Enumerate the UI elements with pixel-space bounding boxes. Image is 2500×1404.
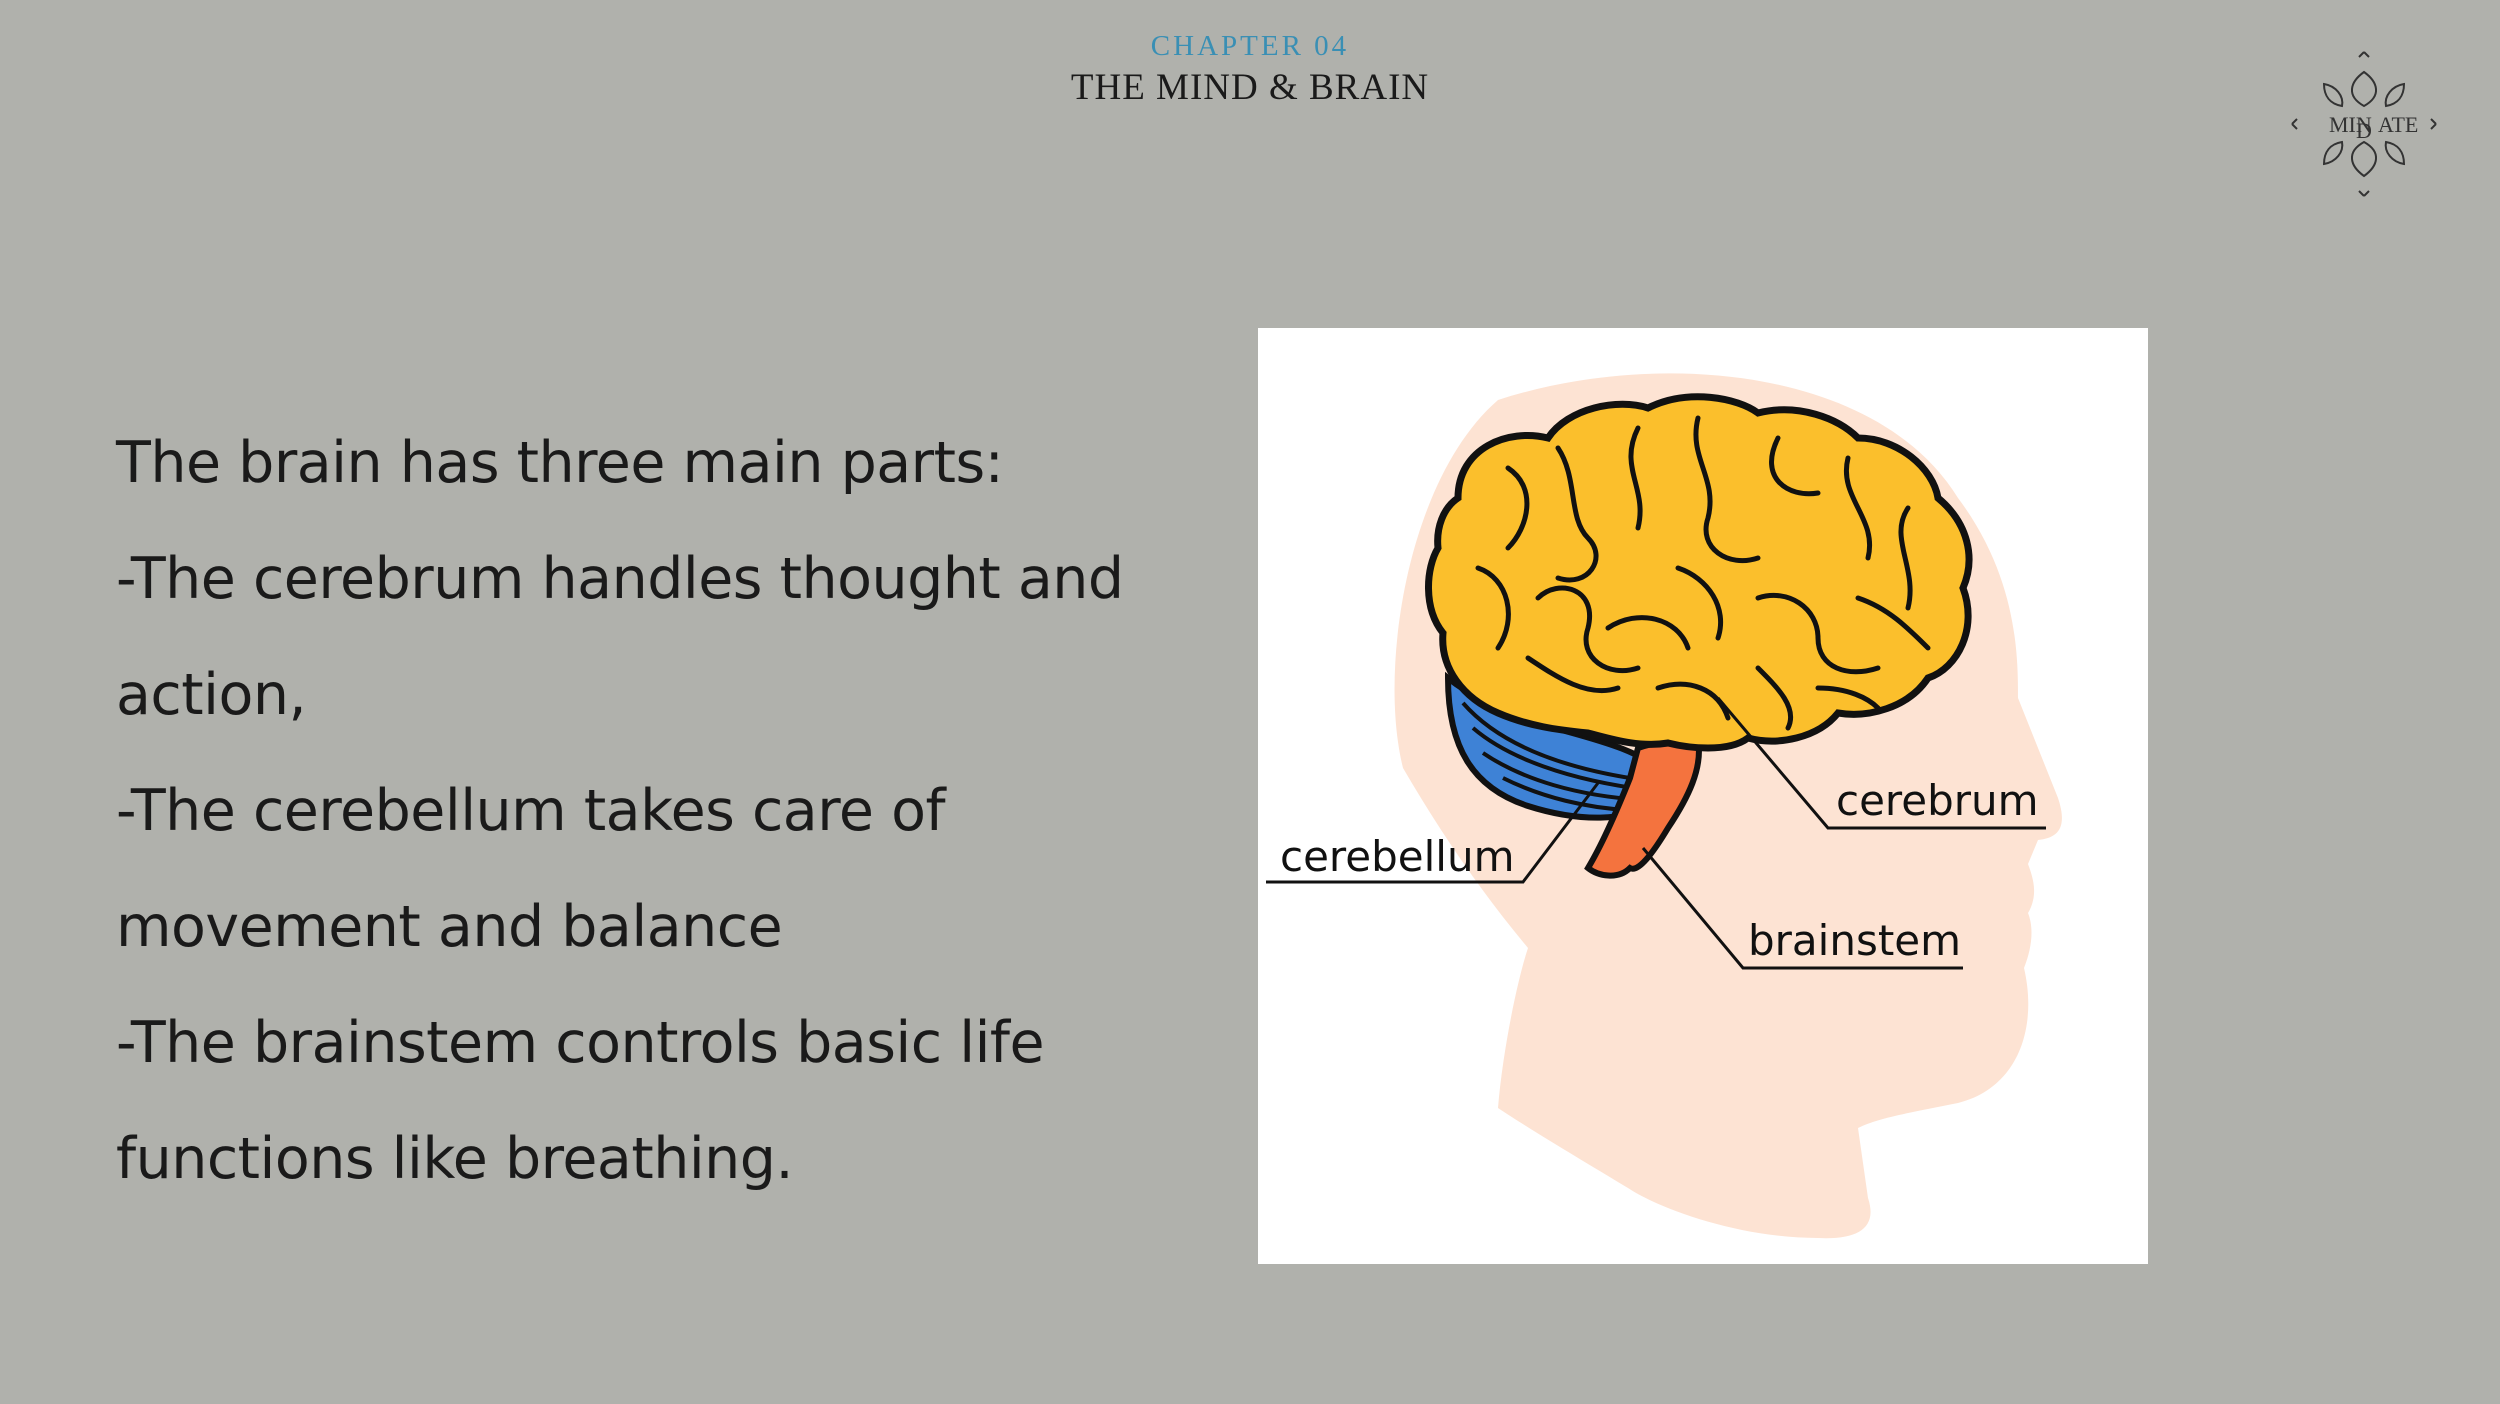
logo-text-left: MIN xyxy=(2329,112,2372,137)
header: CHAPTER 04 THE MIND & BRAIN xyxy=(0,30,2500,110)
label-brainstem: brainstem xyxy=(1748,916,1961,965)
text-line-cerebellum: -The cerebellum takes care of xyxy=(116,778,946,844)
page-title: THE MIND & BRAIN xyxy=(1070,67,1430,108)
brain-diagram: cerebrum cerebellum brainstem xyxy=(1266,373,2062,1239)
body-text: The brain has three main parts: -The cer… xyxy=(116,405,1216,1217)
text-line-cerebrum-cont: action, xyxy=(116,662,307,728)
brainstem-leader-line xyxy=(1641,847,1963,970)
text-line-intro: The brain has three main parts: xyxy=(116,430,1004,496)
leader-lines xyxy=(1266,697,2046,970)
label-cerebellum: cerebellum xyxy=(1280,832,1515,881)
chapter-label: CHAPTER 04 xyxy=(1150,30,1350,62)
logo: MIN D ATE xyxy=(2284,44,2444,204)
cerebrum xyxy=(1425,393,1973,752)
text-line-cerebellum-cont: movement and balance xyxy=(116,894,783,960)
text-line-brainstem-cont: functions like breathing. xyxy=(116,1126,794,1192)
cerebrum-folds xyxy=(1475,415,1931,731)
brain-diagram-card: cerebrum cerebellum brainstem xyxy=(1258,328,2148,1264)
cerebrum-leader-line xyxy=(1716,697,2046,830)
cerebellum-leader-line xyxy=(1266,782,1600,884)
logo-text-right: ATE xyxy=(2378,112,2418,137)
text-line-brainstem: -The brainstem controls basic life xyxy=(116,1010,1045,1076)
text-line-cerebrum: -The cerebrum handles thought and xyxy=(116,546,1124,612)
label-cerebrum: cerebrum xyxy=(1836,776,2039,825)
logo-text-center: D xyxy=(2356,118,2372,143)
lotus-logo-icon: MIN D ATE xyxy=(2291,51,2437,197)
